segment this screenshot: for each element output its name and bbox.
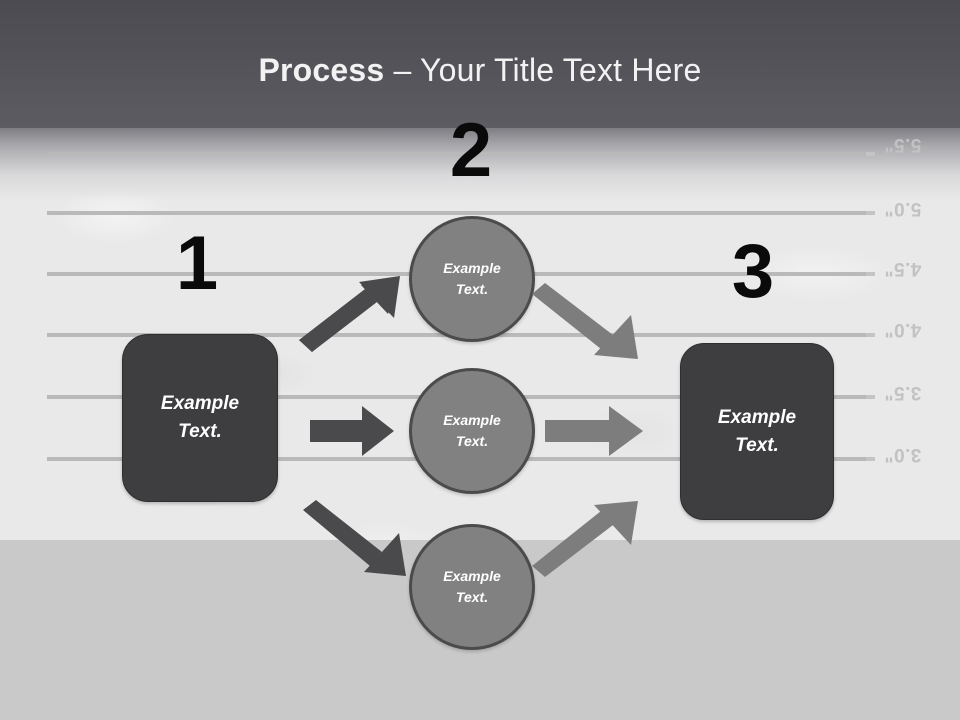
page-title-rest: – Your Title Text Here <box>384 52 702 88</box>
circle-node-middle[interactable]: Example Text. <box>409 368 535 494</box>
ruler-tick-2 <box>866 211 875 215</box>
ruler-tick-1 <box>866 152 875 156</box>
arrow-start-to-middle-icon <box>310 404 394 458</box>
end-box[interactable]: Example Text. <box>680 343 834 520</box>
ruler-tick-6 <box>866 457 875 461</box>
slide-background-top-fade <box>0 120 960 200</box>
arrow-top-to-end-icon <box>530 282 640 360</box>
ruler-label-3-0: 3.0" <box>884 444 922 465</box>
circle-middle-label-line2: Text. <box>455 433 489 449</box>
end-box-label-line2: Text. <box>735 434 779 456</box>
arrow-start-to-bottom-icon <box>300 500 408 578</box>
ruler-label-4-5: 4.5" <box>884 258 922 279</box>
guide-line-2 <box>47 211 866 215</box>
start-box-label-line2: Text. <box>178 421 222 442</box>
ruler-tick-3 <box>866 272 875 276</box>
circle-bottom-label-line1: Example <box>443 568 501 584</box>
step-number-2: 2 <box>449 108 493 193</box>
circle-bottom-label-line2: Text. <box>455 589 489 605</box>
ruler-label-5-0: 5.0" <box>884 198 922 219</box>
arrow-middle-to-end-icon <box>545 404 643 458</box>
circle-node-bottom[interactable]: Example Text. <box>409 524 535 650</box>
arrow-bottom-to-end-icon <box>530 500 640 578</box>
step-number-1: 1 <box>175 221 219 306</box>
header-band <box>0 0 960 128</box>
circle-node-top[interactable]: Example Text. <box>409 216 535 342</box>
end-box-label-line1: Example <box>717 406 797 428</box>
circle-middle-label-line1: Example <box>443 412 501 428</box>
page-title: Process – Your Title Text Here <box>0 52 960 89</box>
ruler-label-5-5: 5.5" <box>884 134 922 155</box>
start-box-label-line1: Example <box>160 393 240 415</box>
circle-top-label-line1: Example <box>443 260 501 276</box>
circle-top-label-line2: Text. <box>455 281 489 297</box>
ruler-tick-4 <box>866 333 875 337</box>
step-number-3: 3 <box>731 229 775 314</box>
arrow-start-to-top-icon <box>296 276 402 352</box>
guide-line-1 <box>47 152 866 156</box>
ruler-label-4-0: 4.0" <box>884 319 922 340</box>
ruler-label-3-5: 3.5" <box>884 382 922 403</box>
ruler-tick-5 <box>866 395 875 399</box>
start-box[interactable]: Example Text. <box>122 334 278 502</box>
page-title-strong: Process <box>258 52 385 88</box>
